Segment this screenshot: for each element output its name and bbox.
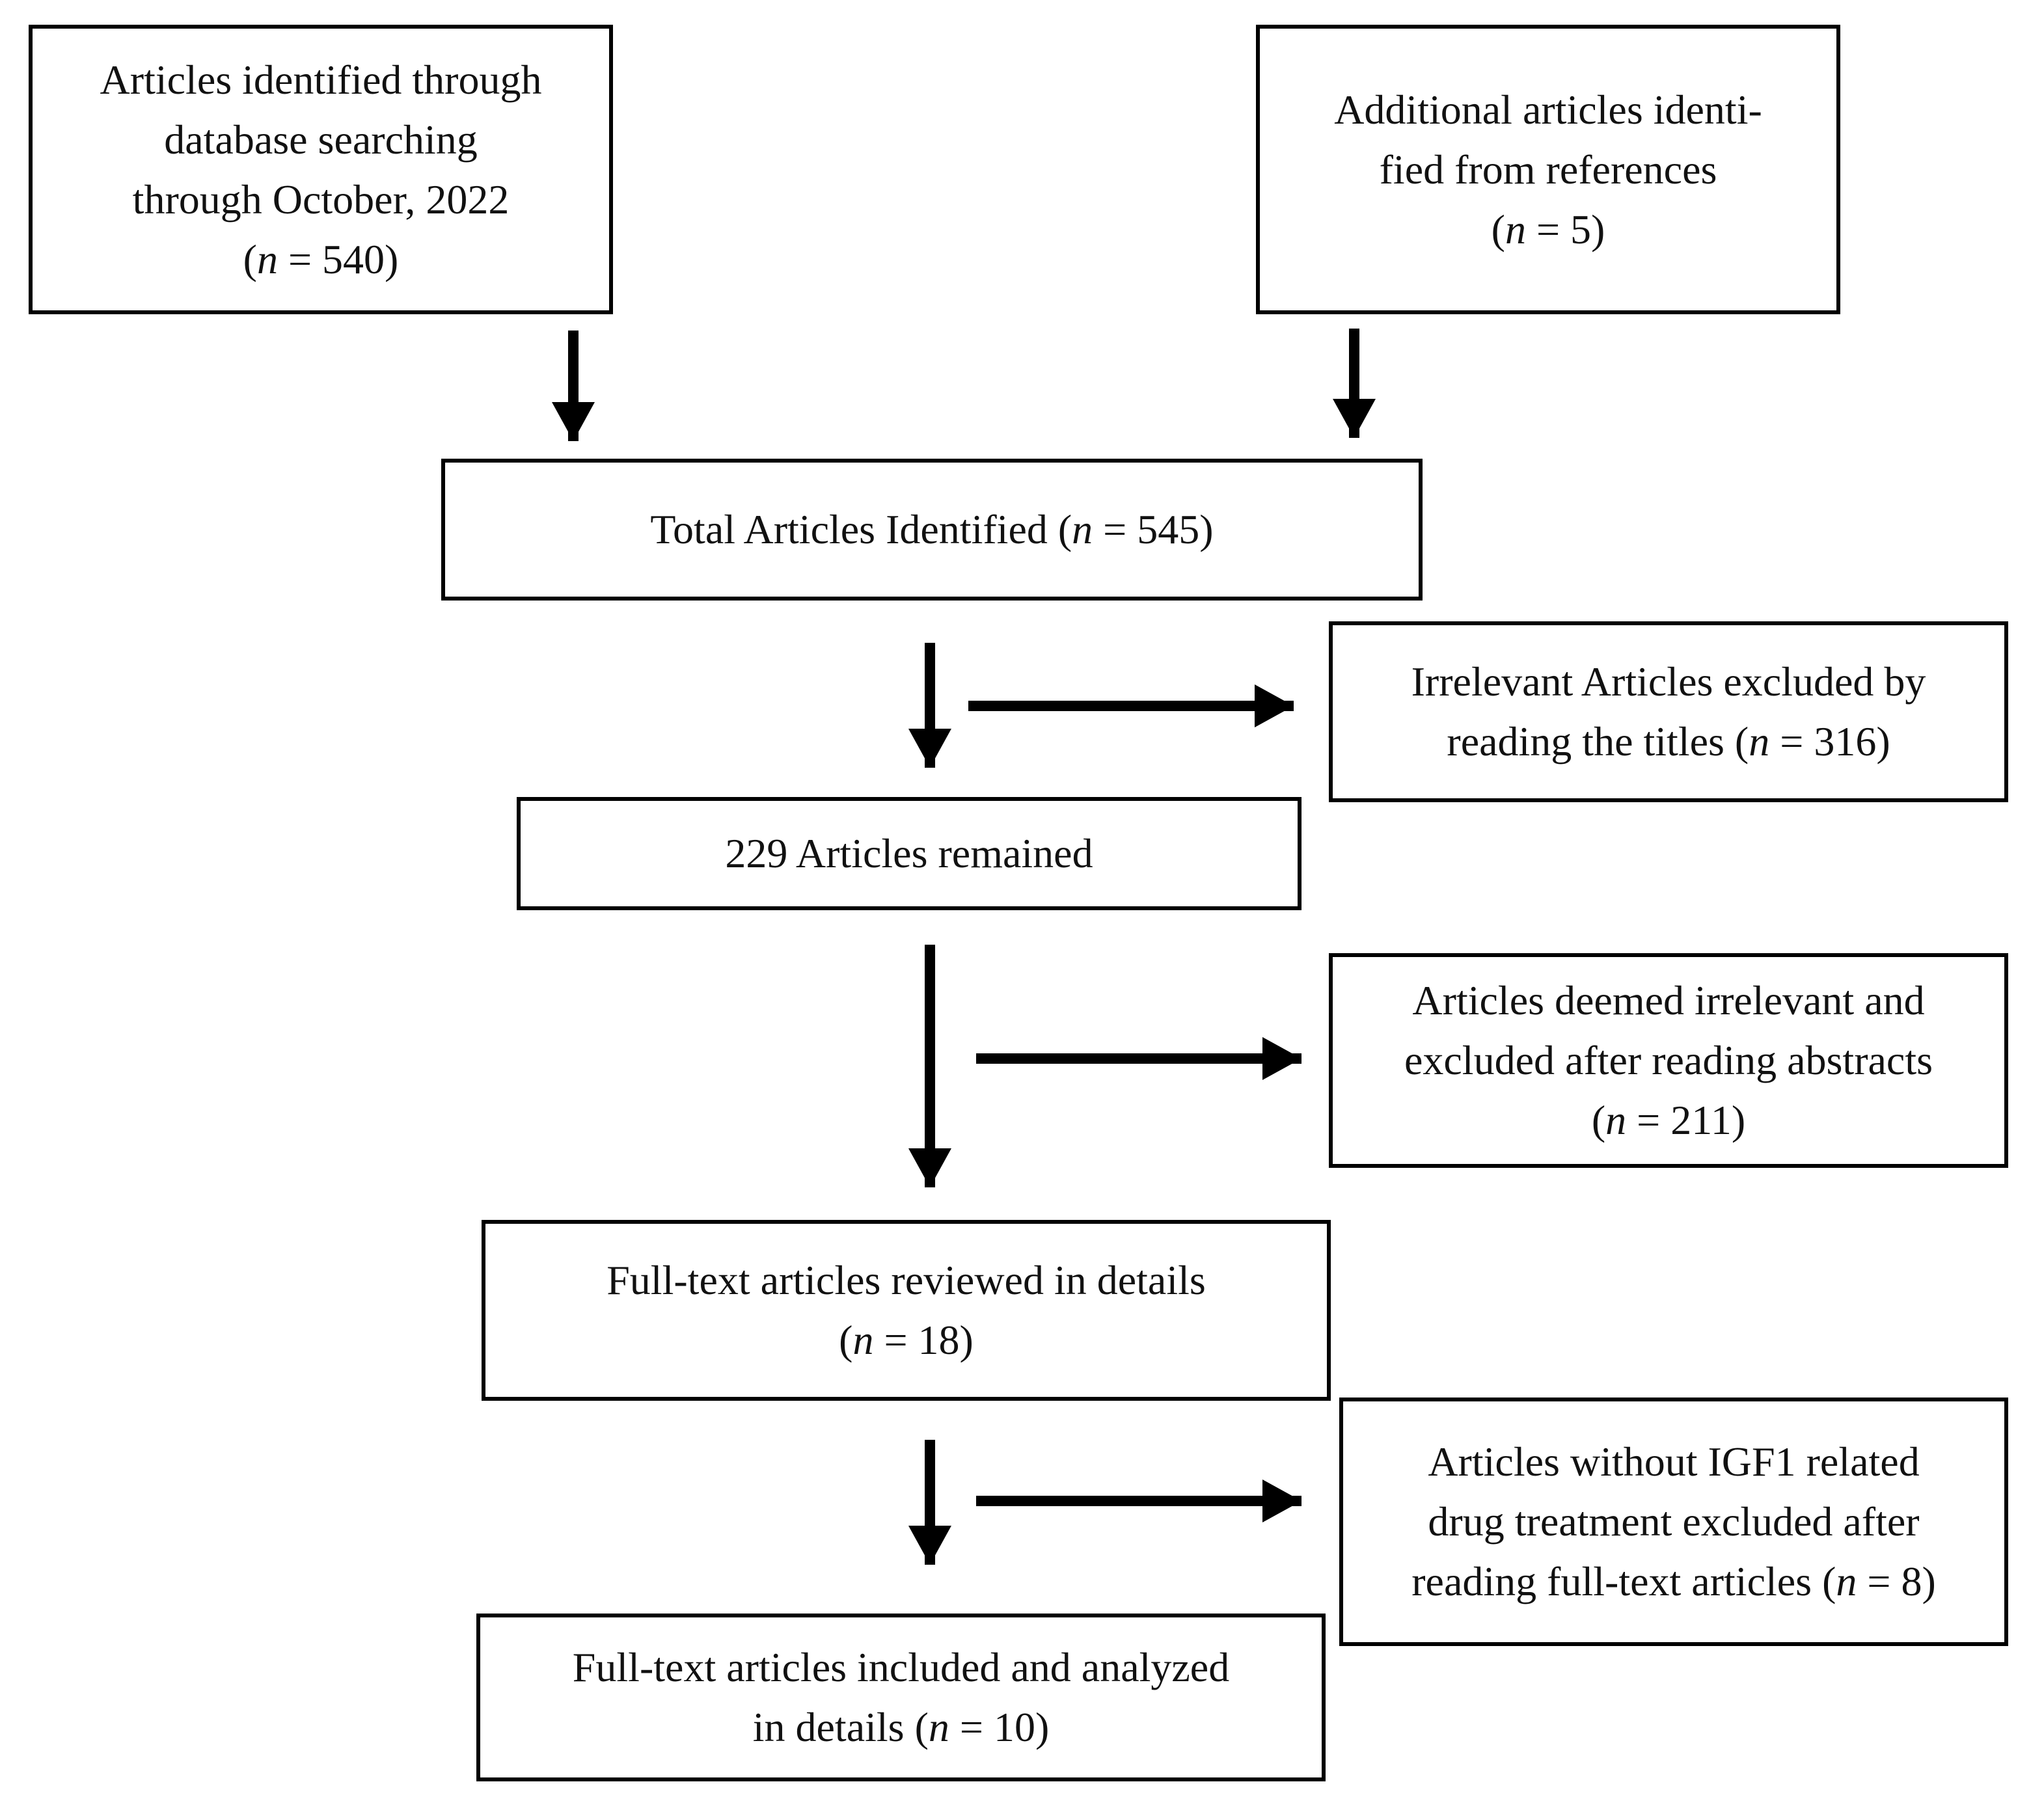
- box-text-line: database searching: [164, 110, 478, 170]
- line-text: database searching: [164, 116, 478, 163]
- box-text-line: (n = 18): [839, 1310, 974, 1370]
- line-text: drug treatment excluded after: [1428, 1498, 1920, 1545]
- n-variable: n: [1605, 1097, 1627, 1143]
- line-text: (: [243, 236, 257, 282]
- line-text: = 211): [1626, 1097, 1746, 1143]
- box-excluded-fulltext: Articles without IGF1 related drug treatm…: [1339, 1398, 2008, 1646]
- line-text: Additional articles identi-: [1334, 86, 1762, 133]
- line-text: = 8): [1857, 1558, 1936, 1604]
- box-included-analyzed: Full-text articles included and analyzed…: [476, 1614, 1326, 1781]
- box-additional-references: Additional articles identi-fied from ref…: [1256, 25, 1840, 314]
- line-text: = 540): [277, 236, 399, 282]
- line-text: = 545): [1093, 506, 1214, 552]
- box-text-line: through October, 2022: [133, 170, 510, 230]
- box-articles-remained: 229 Articles remained: [517, 797, 1301, 910]
- line-text: = 5): [1525, 206, 1605, 252]
- line-text: Total Articles Identified (: [650, 506, 1072, 552]
- line-text: fied from references: [1379, 146, 1717, 193]
- box-text-line: Additional articles identi-: [1334, 80, 1762, 140]
- box-excluded-titles: Irrelevant Articles excluded by reading t…: [1329, 621, 2008, 802]
- n-variable: n: [1072, 506, 1093, 552]
- box-text-line: Irrelevant Articles excluded by: [1411, 652, 1926, 712]
- line-text: reading full-text articles (: [1411, 1558, 1836, 1604]
- box-text-line: drug treatment excluded after: [1428, 1492, 1919, 1552]
- box-text-line: fied from references: [1380, 140, 1717, 200]
- box-text-line: Full-text articles included and analyzed: [573, 1638, 1229, 1697]
- n-variable: n: [1749, 718, 1770, 764]
- line-text: through October, 2022: [132, 176, 510, 223]
- line-text: Articles deemed irrelevant and: [1412, 977, 1925, 1023]
- box-text-line: (n = 540): [243, 230, 399, 290]
- box-text-line: Total Articles Identified (n = 545): [650, 500, 1213, 560]
- box-text-line: 229 Articles remained: [725, 824, 1093, 884]
- box-total-identified: Total Articles Identified (n = 545): [441, 459, 1423, 601]
- box-fulltext-reviewed: Full-text articles reviewed in details (n…: [482, 1220, 1331, 1401]
- box-text-line: reading full-text articles (n = 8): [1411, 1552, 1936, 1612]
- line-text: Articles without IGF1 related: [1428, 1439, 1920, 1485]
- box-excluded-abstracts: Articles deemed irrelevant and excluded a…: [1329, 953, 2008, 1168]
- box-database-search: Articles identified through database sear…: [29, 25, 613, 314]
- n-variable: n: [852, 1317, 874, 1363]
- line-text: Full-text articles included and analyzed: [572, 1644, 1230, 1690]
- box-text-line: Articles identified through: [100, 50, 542, 110]
- box-text-line: Articles without IGF1 related: [1428, 1432, 1919, 1492]
- line-text: (: [1491, 206, 1505, 252]
- box-text-line: (n = 211): [1592, 1090, 1745, 1150]
- box-text-line: in details (n = 10): [753, 1697, 1050, 1757]
- n-variable: n: [256, 236, 278, 282]
- box-text-line: reading the titles (n = 316): [1447, 712, 1890, 772]
- line-text: = 316): [1769, 718, 1890, 764]
- n-variable: n: [928, 1704, 949, 1750]
- box-text-line: (n = 5): [1492, 200, 1605, 260]
- line-text: (: [839, 1317, 853, 1363]
- line-text: Full-text articles reviewed in details: [606, 1257, 1206, 1303]
- line-text: Articles identified through: [100, 56, 542, 103]
- n-variable: n: [1505, 206, 1526, 252]
- box-text-line: Full-text articles reviewed in details: [606, 1250, 1206, 1310]
- line-text: in details (: [752, 1704, 929, 1750]
- box-text-line: Articles deemed irrelevant and: [1412, 971, 1924, 1031]
- line-text: = 10): [949, 1704, 1050, 1750]
- line-text: (: [1591, 1097, 1606, 1143]
- box-text-line: excluded after reading abstracts: [1404, 1031, 1933, 1090]
- line-text: 229 Articles remained: [725, 830, 1093, 876]
- line-text: Irrelevant Articles excluded by: [1411, 658, 1926, 705]
- line-text: = 18): [873, 1317, 974, 1363]
- line-text: reading the titles (: [1447, 718, 1749, 764]
- line-text: excluded after reading abstracts: [1404, 1037, 1933, 1083]
- n-variable: n: [1836, 1558, 1857, 1604]
